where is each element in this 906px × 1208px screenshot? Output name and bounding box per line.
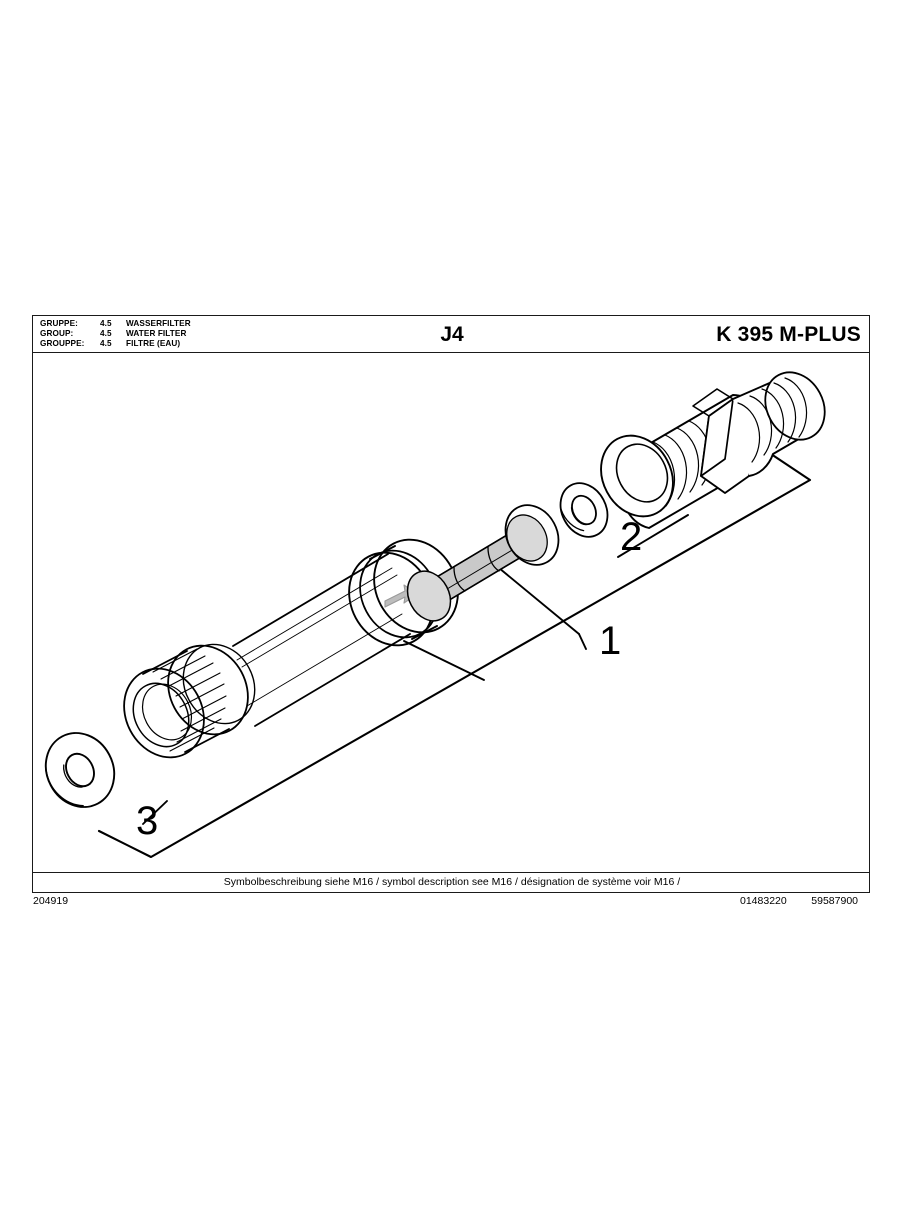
- group-number-en: 4.5: [100, 329, 112, 339]
- part-knurled-cap: [123, 643, 256, 759]
- group-name-fr: FILTRE (EAU): [126, 339, 181, 349]
- group-name-de: WASSERFILTER: [126, 319, 191, 328]
- group-row-en: GROUP: 4.5 WATER FILTER: [40, 329, 191, 339]
- group-lang-en: GROUP:: [40, 329, 74, 339]
- symbol-description-note: Symbolbeschreibung siehe M16 / symbol de…: [223, 876, 681, 888]
- group-row-fr: GROUPPE: 4.5 FILTRE (EAU): [40, 339, 191, 349]
- part-washer-2: [559, 482, 609, 538]
- document-code-mid: 01483220: [740, 895, 787, 907]
- part-hex-nipple-fitting: [600, 371, 826, 529]
- leader-line-2: [617, 514, 689, 558]
- leader-line-3: [142, 800, 168, 825]
- callout-number-3: 3: [136, 799, 158, 843]
- part-filter-cartridge: [406, 504, 560, 622]
- group-row-de: GRUPPE: 4.5 WASSERFILTER: [40, 319, 191, 329]
- group-number-de: 4.5: [100, 319, 112, 328]
- model-name: K 395 M-PLUS: [716, 323, 861, 346]
- leader-lines-1: [403, 567, 587, 681]
- group-name-en: WATER FILTER: [126, 329, 187, 339]
- document-code-left: 204919: [33, 895, 69, 907]
- symbol-description-band: Symbolbeschreibung siehe M16 / symbol de…: [32, 872, 870, 893]
- assembly-bracket-1: [97, 446, 812, 859]
- group-lang-de: GRUPPE:: [40, 319, 79, 328]
- part-washer-3: [44, 732, 116, 808]
- group-number-fr: 4.5: [100, 339, 112, 349]
- document-code-right: 59587900: [811, 895, 858, 907]
- document-code-row: 204919 01483220 59587900: [32, 895, 870, 911]
- callout-number-2: 2: [620, 515, 642, 559]
- sheet-code: J4: [440, 323, 464, 346]
- exploded-view-illustration: 1 2 3: [33, 354, 869, 871]
- callout-number-1: 1: [599, 619, 621, 663]
- group-lang-fr: GROUPPE:: [40, 339, 85, 349]
